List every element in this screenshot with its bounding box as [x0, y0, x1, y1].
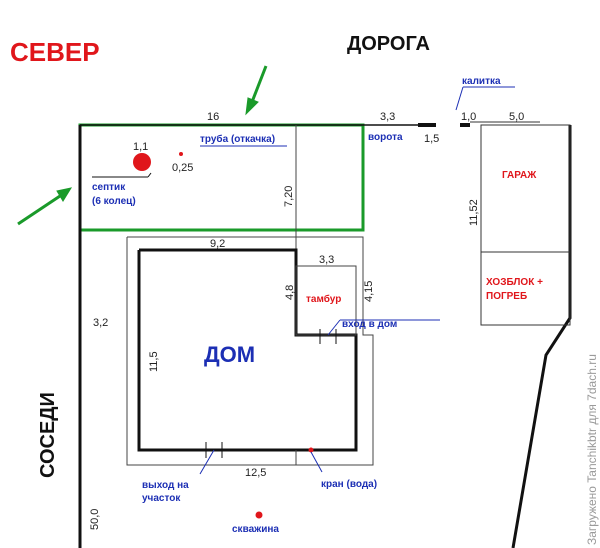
dim-plot-depth: 50,0	[89, 509, 101, 530]
road-label: ДОРОГА	[347, 33, 430, 55]
dim-septic-offset: 0,25	[172, 162, 193, 174]
dim-vestibule-depth: 4,8	[284, 285, 296, 300]
entrance-label: вход в дом	[342, 319, 397, 330]
red-dot-icon	[255, 511, 263, 519]
well-label: скважина	[232, 524, 279, 535]
small-gate-label: калитка	[462, 76, 501, 87]
dim-gate-width: 1,5	[424, 133, 439, 145]
storage-label-2: ПОГРЕБ	[486, 291, 527, 302]
dim-small-gate-width: 1,0	[461, 111, 476, 123]
tap-label: кран (вода)	[321, 479, 377, 490]
plot-right-boundary	[511, 125, 572, 548]
dim-house-top: 9,2	[210, 238, 225, 250]
red-circle-icon	[133, 153, 151, 171]
exit-label-2: участок	[142, 493, 181, 504]
garage-label: ГАРАЖ	[502, 170, 537, 181]
garage-building	[480, 124, 571, 253]
house-blind-area	[126, 236, 374, 466]
vestibule-label: тамбур	[306, 293, 341, 305]
exit-label: выход на	[142, 480, 189, 491]
dim-left-setback: 3,2	[93, 317, 108, 329]
green-arrow-icon	[245, 65, 268, 116]
storage-label: ХОЗБЛОК +	[486, 277, 543, 288]
dim-pipe-length: 7,20	[283, 186, 295, 207]
house-outline	[139, 250, 356, 450]
north-label: СЕВЕР	[10, 37, 100, 67]
dim-road-gap: 3,3	[380, 111, 395, 123]
dim-garage-depth: 11,52	[468, 199, 480, 226]
dim-septic-size: 1,1	[133, 141, 148, 153]
entrance-door	[319, 329, 337, 344]
green-arrow-icon	[17, 187, 73, 226]
dim-house-bottom: 12,5	[245, 467, 266, 479]
septic-label-2: (6 колец)	[92, 196, 136, 207]
entrance-leader	[327, 319, 341, 336]
pipe-label: труба (откачка)	[200, 133, 275, 145]
gate-leader	[455, 86, 464, 111]
dim-garage-width: 5,0	[509, 111, 524, 123]
dim-vestibule-depth-outer: 4,15	[363, 281, 375, 302]
septic-label: септик	[92, 182, 126, 193]
watermark: Загружено Tanchikbtr для 7dach.ru	[585, 354, 599, 545]
septic-leader	[147, 172, 152, 178]
neighbors-label: СОСЕДИ	[37, 392, 59, 478]
exit-door	[205, 442, 223, 458]
exit-leader	[199, 449, 215, 475]
vestibule-box	[295, 265, 357, 336]
red-dot-icon	[308, 447, 314, 453]
dim-house-depth: 11,5	[148, 351, 160, 372]
storage-building	[480, 251, 571, 326]
tap-leader	[310, 451, 323, 473]
dim-vestibule-width: 3,3	[319, 254, 334, 266]
dim-top-width: 16	[207, 111, 219, 123]
gate-label: ворота	[368, 132, 403, 143]
red-dot-icon	[179, 152, 183, 156]
house-label: ДОМ	[204, 342, 255, 367]
